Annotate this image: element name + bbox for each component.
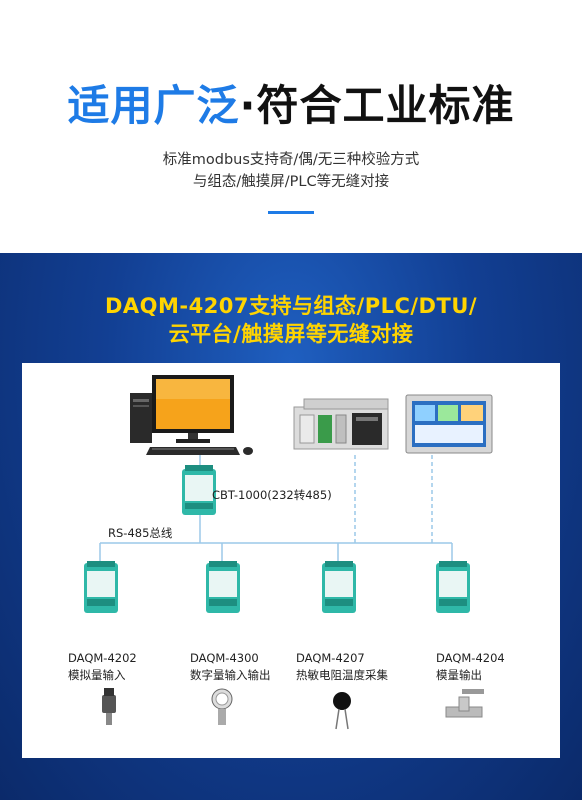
plc-icon <box>293 398 389 450</box>
headline-blue: 适用广泛 <box>67 81 240 130</box>
module-4-desc: 模量输出 <box>436 668 482 682</box>
subtitle-line-1: 标准modbus支持奇/偶/无三种校验方式 <box>162 152 420 168</box>
module-1-icon <box>84 561 118 613</box>
module-4-icon <box>436 561 470 613</box>
accent-divider <box>268 211 314 214</box>
module-2-icon <box>206 561 240 613</box>
module-3-model: DAQM-4207 <box>296 651 365 665</box>
monitor-icon <box>152 375 234 443</box>
headline-dark: 符合工业标准 <box>256 81 515 130</box>
band-title-line-2: 云平台/触摸屏等无缝对接 <box>168 322 414 346</box>
mouse-icon <box>243 447 253 455</box>
header-section: 适用广泛·符合工业标准 标准modbus支持奇/偶/无三种校验方式 与组态/触摸… <box>0 0 582 253</box>
module-1-model: DAQM-4202 <box>68 651 137 665</box>
converter-module-icon <box>182 465 216 515</box>
subtitle-line-2: 与组态/触摸屏/PLC等无缝对接 <box>192 174 390 190</box>
pc-tower-icon <box>130 393 152 443</box>
page-headline: 适用广泛·符合工业标准 <box>0 72 582 133</box>
keyboard-icon <box>146 447 240 455</box>
headline-dot: · <box>239 81 257 130</box>
bus-label: RS-485总线 <box>108 526 173 540</box>
module-4-model: DAQM-4204 <box>436 651 505 665</box>
topology-diagram <box>84 375 493 730</box>
thermistor-icon <box>333 692 351 730</box>
module-2-model: DAQM-4300 <box>190 651 259 665</box>
module-2-desc: 数字量输入输出 <box>190 668 271 682</box>
pressure-transmitter-icon <box>102 688 116 725</box>
module-3-icon <box>322 561 356 613</box>
ball-valve-icon <box>445 689 484 718</box>
pressure-gauge-icon <box>211 688 233 725</box>
module-1-desc: 模拟量输入 <box>68 668 126 682</box>
topology-diagram-card: CBT-1000(232转485) RS-485总线 DAQM-4202 模拟量… <box>22 363 560 758</box>
band-title-line-1: DAQM-4207支持与组态/PLC/DTU/ <box>104 294 478 318</box>
module-3-desc: 热敏电阻温度采集 <box>296 668 388 682</box>
converter-label: CBT-1000(232转485) <box>212 488 332 502</box>
touch-screen-icon <box>405 394 493 454</box>
